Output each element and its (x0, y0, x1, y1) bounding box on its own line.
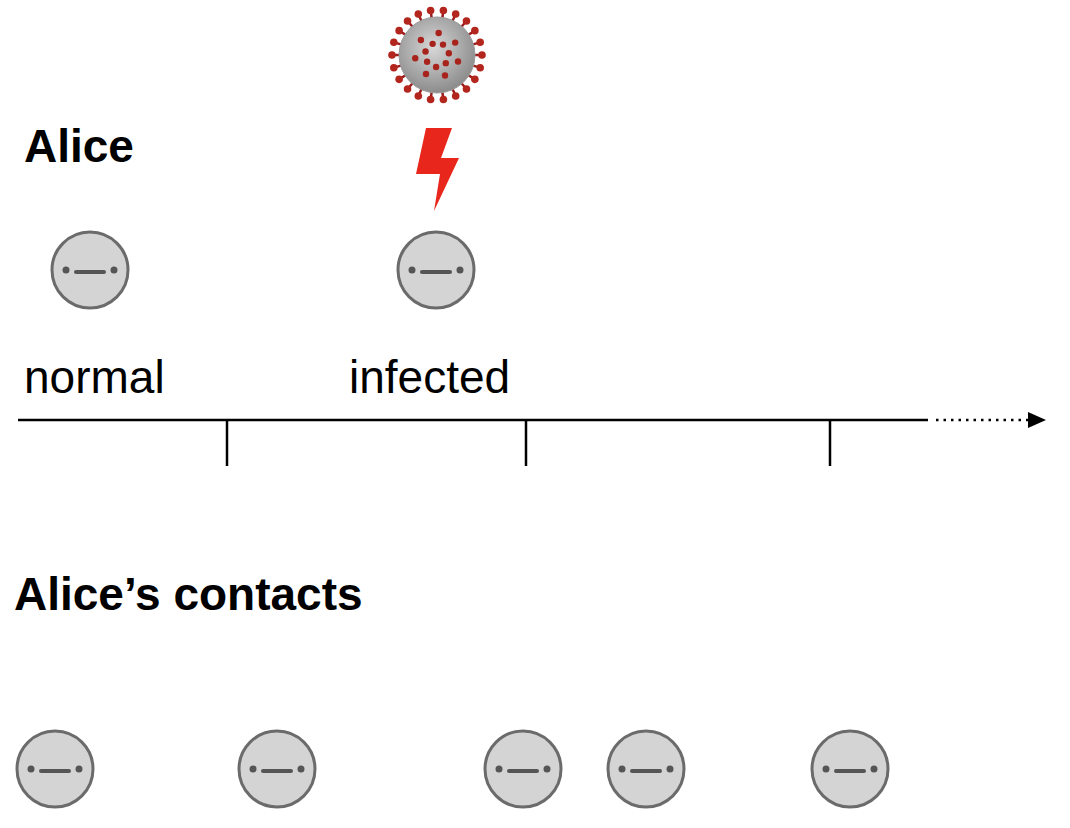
row-title: Alice’s contacts (14, 571, 363, 617)
neutral-face (17, 731, 93, 807)
tick (525, 420, 528, 466)
time-axis-continuation (936, 419, 1030, 422)
neutral-face (812, 731, 888, 807)
state-label: normal (24, 354, 165, 400)
time-axis (18, 419, 928, 422)
neutral-face (608, 731, 684, 807)
virus-icon (388, 7, 486, 104)
axis-arrowhead (1028, 412, 1046, 428)
neutral-face (485, 731, 561, 807)
neutral-face (239, 731, 315, 807)
neutral-face (398, 232, 474, 308)
state-label: infected (349, 354, 510, 400)
tick (226, 420, 229, 466)
tick (829, 420, 832, 466)
neutral-face (52, 232, 128, 308)
row-title: Alice (24, 123, 134, 169)
lightning-bolt (416, 128, 459, 211)
